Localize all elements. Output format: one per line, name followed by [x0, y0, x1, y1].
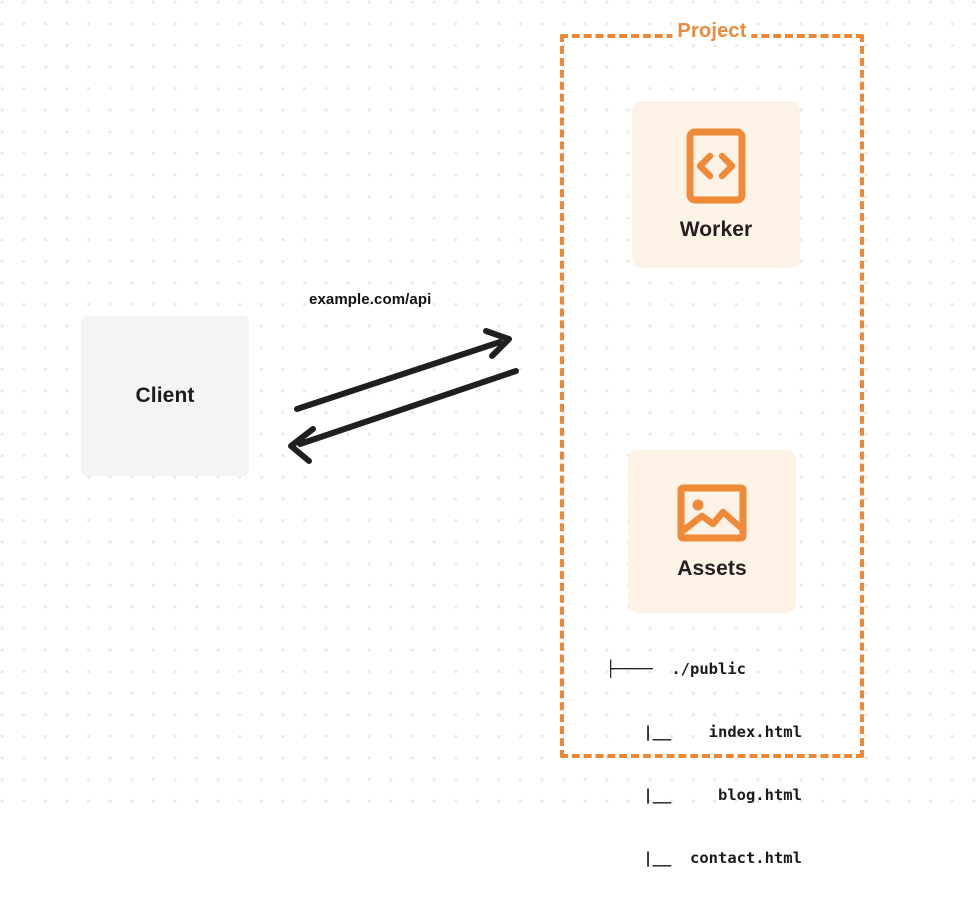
file-tree-line: |__ contact.html [606, 849, 802, 867]
assets-card[interactable]: Assets [628, 450, 796, 613]
asset-file-tree: ├──── ./public |__ index.html |__ blog.h… [606, 617, 802, 911]
project-group: Project Worker Assets [560, 20, 864, 867]
assets-card-label: Assets [677, 556, 747, 580]
project-group-label: Project [672, 20, 752, 43]
image-icon [677, 483, 747, 543]
client-node-label: Client [135, 384, 195, 407]
arrow-to-project [294, 328, 512, 412]
file-tree-line: |__ blog.html [606, 786, 802, 804]
file-tree-line: ├──── ./public [606, 660, 746, 678]
request-url-label: example.com/api [309, 291, 432, 308]
diagram-canvas: Client Project Worker [0, 0, 980, 867]
worker-card[interactable]: Worker [632, 101, 800, 268]
worker-card-label: Worker [679, 217, 753, 241]
code-brackets-icon [686, 128, 746, 204]
arrow-to-client [288, 368, 519, 464]
client-node[interactable]: Client [81, 316, 249, 476]
file-tree-line: |__ index.html [606, 723, 802, 741]
